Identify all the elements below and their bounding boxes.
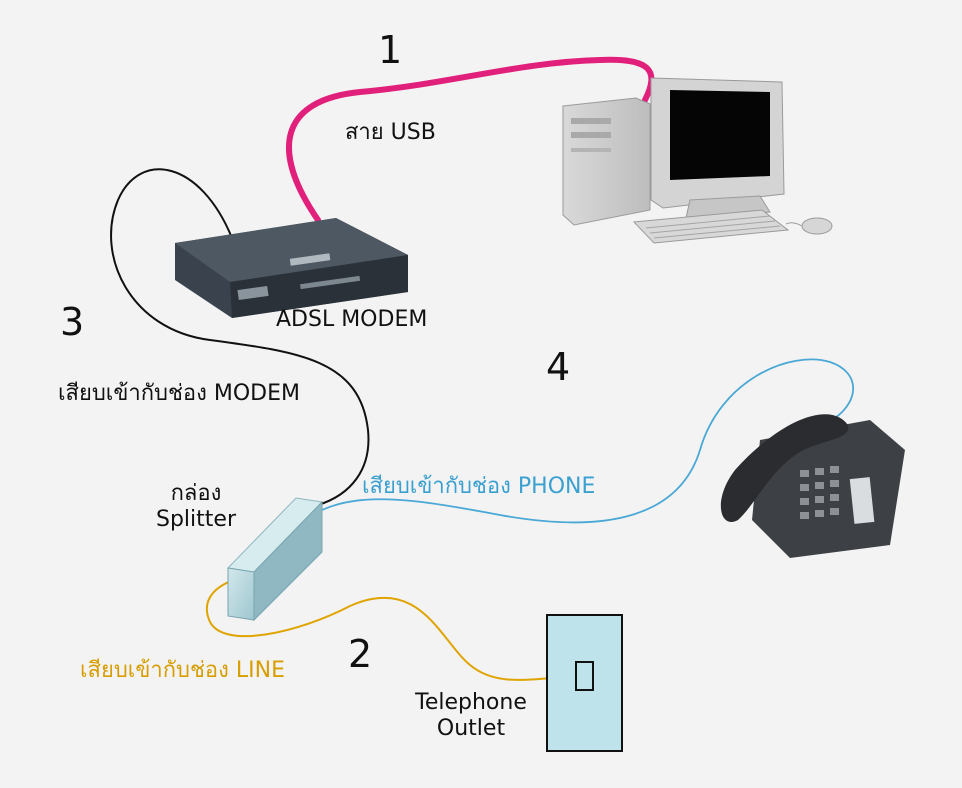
splitter-label-line2: Splitter bbox=[156, 507, 236, 533]
modem-cable bbox=[110, 168, 370, 506]
usb-cable-label: สาย USB bbox=[345, 120, 436, 145]
step-number-3: 3 bbox=[60, 300, 85, 344]
line-port-label: เสียบเข้ากับช่อง LINE bbox=[80, 658, 285, 683]
outlet-label-line1: Telephone bbox=[415, 690, 527, 715]
adsl-modem-icon bbox=[175, 218, 408, 318]
phone-cable bbox=[317, 358, 855, 524]
line-cable bbox=[205, 577, 586, 681]
splitter-box-icon bbox=[226, 497, 324, 622]
computer-icon bbox=[562, 77, 833, 244]
outlet-label: Telephone Outlet bbox=[405, 690, 537, 743]
modem-label: ADSL MODEM bbox=[276, 307, 428, 332]
modem-port-label: เสียบเข้ากับช่อง MODEM bbox=[58, 381, 300, 406]
telephone-outlet-icon bbox=[546, 614, 623, 752]
splitter-label: กล่อง Splitter bbox=[150, 481, 242, 534]
splitter-label-line1: กล่อง bbox=[170, 481, 222, 506]
step-number-4: 4 bbox=[546, 345, 571, 389]
telephone-icon bbox=[720, 414, 905, 558]
outlet-label-line2: Outlet bbox=[436, 716, 506, 742]
step-number-1: 1 bbox=[378, 28, 403, 72]
usb-cable bbox=[286, 56, 655, 223]
step-number-2: 2 bbox=[348, 632, 373, 676]
phone-port-label: เสียบเข้ากับช่อง PHONE bbox=[362, 474, 596, 499]
